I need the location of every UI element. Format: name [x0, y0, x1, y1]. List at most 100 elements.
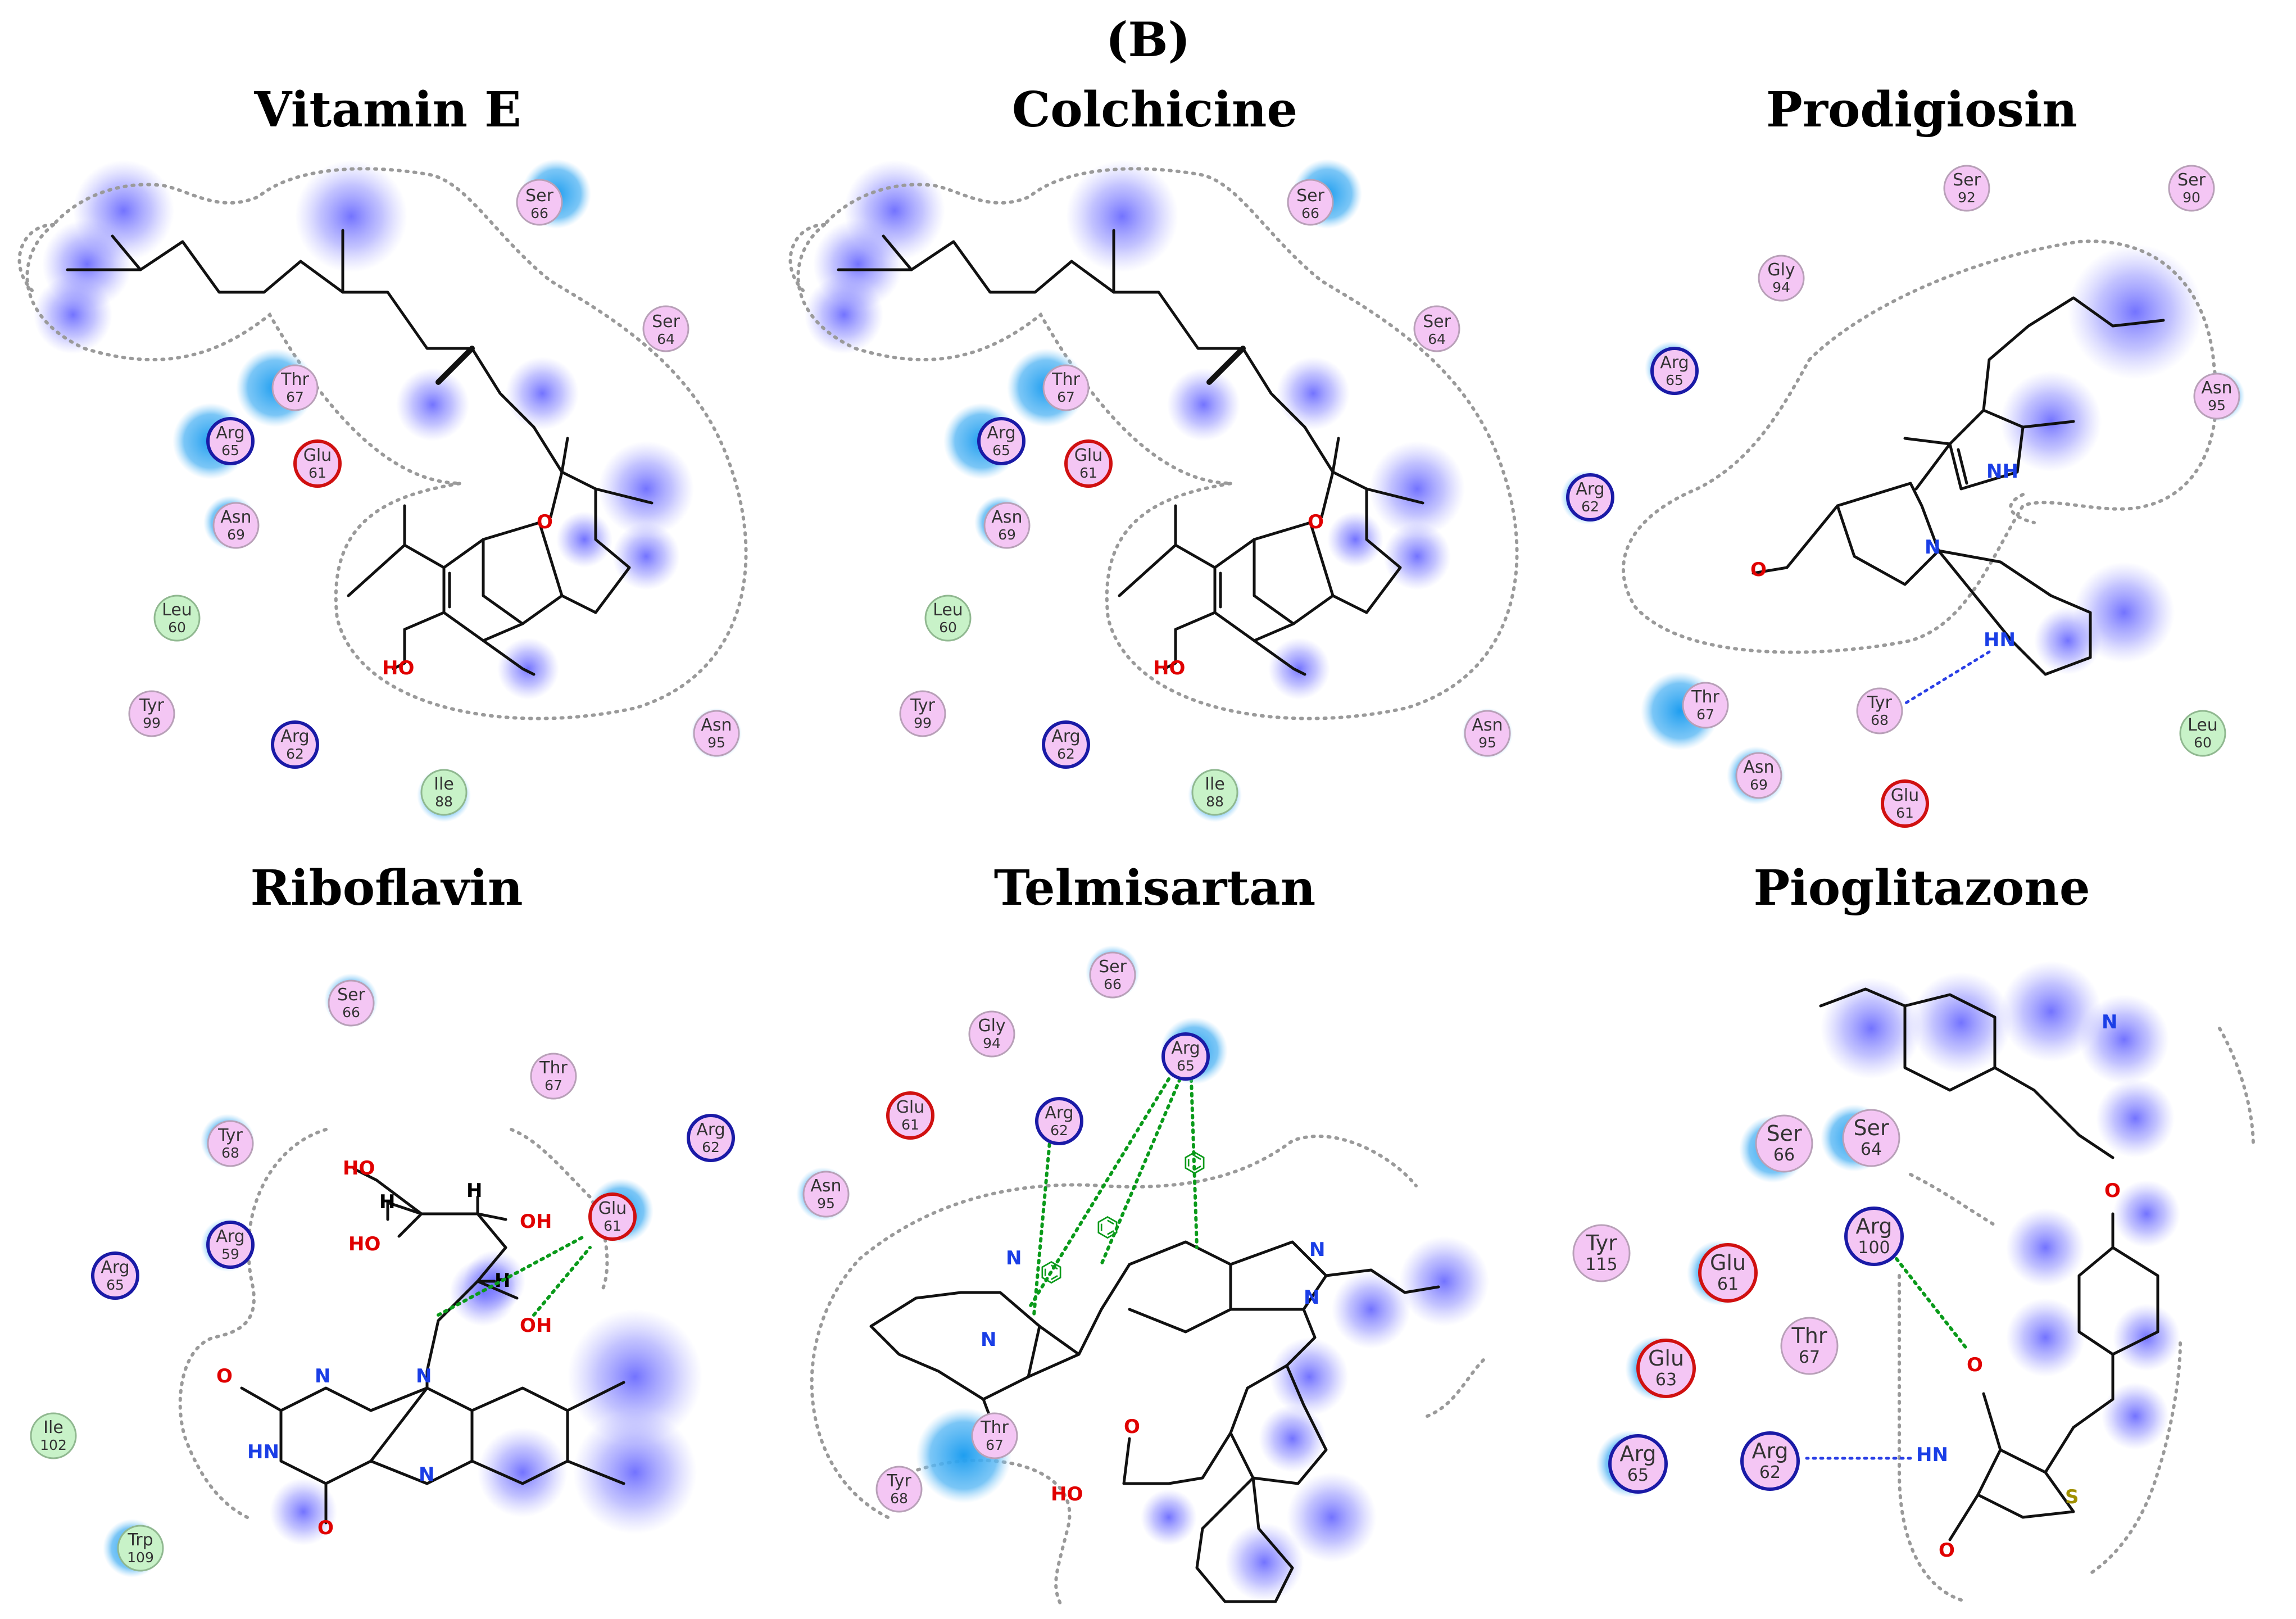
svg-text:Arg: Arg: [280, 727, 309, 746]
ligand-vitamin-e: O HO: [66, 229, 654, 679]
svg-text:Leu: Leu: [933, 600, 963, 620]
svg-text:Gly: Gly: [978, 1016, 1005, 1036]
svg-text:99: 99: [143, 715, 161, 731]
svg-text:66: 66: [1104, 976, 1122, 992]
svg-text:Glu: Glu: [1891, 786, 1920, 805]
svg-text:Ile: Ile: [434, 774, 454, 794]
svg-text:Glu: Glu: [1710, 1250, 1746, 1275]
svg-text:Thr: Thr: [1791, 1323, 1827, 1348]
svg-text:Arg: Arg: [1855, 1214, 1892, 1239]
atom-hydroxyl: HO: [382, 657, 414, 679]
svg-text:Glu: Glu: [598, 1199, 627, 1218]
svg-text:69: 69: [1750, 777, 1768, 793]
atom-n: N: [1304, 1286, 1319, 1309]
pi-arg65-a: [1027, 1077, 1170, 1311]
ligand-riboflavin: HO H HO H OH H OH N N O HN O N: [216, 1157, 625, 1539]
svg-text:67: 67: [1696, 706, 1714, 723]
svg-text:60: 60: [939, 619, 957, 636]
atom-n: N: [416, 1365, 432, 1387]
svg-text:Glu: Glu: [1648, 1346, 1684, 1371]
svg-text:Leu: Leu: [2188, 715, 2218, 735]
svg-text:65: 65: [1666, 372, 1684, 388]
pocket-contour: [1909, 1173, 1996, 1227]
svg-text:88: 88: [435, 793, 453, 810]
exposure-glows: [1821, 961, 2180, 1450]
svg-text:99: 99: [914, 715, 932, 731]
svg-text:65: 65: [1177, 1058, 1195, 1074]
svg-text:63: 63: [1655, 1370, 1677, 1390]
svg-text:109: 109: [127, 1549, 154, 1566]
atom-o: O: [1939, 1539, 1955, 1562]
hbond-glu61-a: [437, 1235, 586, 1317]
svg-text:Ile: Ile: [43, 1418, 63, 1437]
svg-text:Gly: Gly: [1767, 260, 1795, 280]
svg-text:62: 62: [1050, 1122, 1068, 1139]
atom-hn: HN: [1916, 1444, 1948, 1466]
atom-o: O: [216, 1365, 233, 1387]
hbond-glu61-b: [532, 1246, 592, 1317]
panel-title-telmisartan: Telmisartan: [994, 860, 1316, 917]
svg-text:95: 95: [707, 734, 725, 751]
atom-n: N: [1925, 536, 1940, 559]
svg-text:68: 68: [890, 1490, 908, 1507]
svg-text:66: 66: [342, 1004, 360, 1021]
svg-text:88: 88: [1206, 793, 1224, 810]
svg-text:Tyr: Tyr: [217, 1126, 243, 1145]
svg-text:61: 61: [901, 1117, 919, 1133]
svg-text:67: 67: [1057, 389, 1075, 405]
svg-text:Arg: Arg: [1576, 479, 1604, 499]
svg-text:95: 95: [1478, 734, 1496, 751]
svg-text:69: 69: [227, 527, 245, 543]
pi-arg65-c: [1190, 1077, 1199, 1249]
svg-text:Asn: Asn: [810, 1176, 841, 1196]
svg-text:Thr: Thr: [1051, 370, 1080, 389]
atom-ho: HO: [348, 1233, 380, 1255]
svg-text:Asn: Asn: [1743, 758, 1774, 777]
svg-text:Thr: Thr: [280, 370, 309, 389]
exposure-glows: [1141, 1236, 1489, 1602]
pocket-contour: [25, 167, 748, 720]
svg-text:Arg: Arg: [1171, 1038, 1200, 1058]
svg-text:94: 94: [983, 1035, 1001, 1051]
hbond-tyr68: [1900, 650, 1991, 707]
svg-text:67: 67: [544, 1077, 562, 1094]
svg-text:67: 67: [986, 1437, 1004, 1453]
atom-nh: NH: [1986, 460, 2018, 483]
svg-text:Asn: Asn: [991, 507, 1022, 527]
panel-title-prodigiosin: Prodigiosin: [1766, 81, 2077, 138]
panel-title-vitamin-e: Vitamin E: [253, 81, 521, 138]
svg-text:Arg: Arg: [987, 423, 1015, 443]
svg-text:Trp: Trp: [127, 1530, 153, 1550]
exposure-glows: [2000, 244, 2203, 674]
svg-text:Ser: Ser: [337, 985, 366, 1005]
